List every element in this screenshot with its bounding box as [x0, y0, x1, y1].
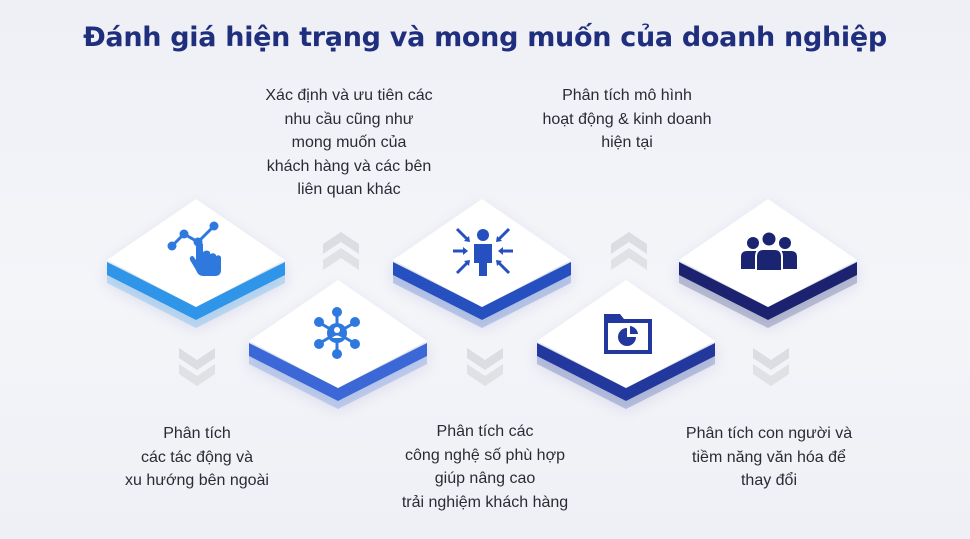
- step-1-label-line: Phân tích: [163, 425, 231, 442]
- chevron-up-icon: [611, 232, 647, 270]
- step-2-label-line: mong muốn của: [291, 134, 407, 151]
- step-3-label-line: giúp nâng cao: [434, 470, 536, 487]
- chevron-down-icon: [179, 348, 215, 386]
- step-2-label: Xác định và ưu tiên các nhu cầu cũng như…: [234, 84, 464, 202]
- step-2-label-line: Xác định và ưu tiên các: [265, 87, 433, 104]
- page-title: Đánh giá hiện trạng và mong muốn của doa…: [83, 22, 887, 53]
- chevron-down-icon: [753, 348, 789, 386]
- touch-network-icon: [167, 221, 221, 276]
- step-1-label: Phân tích các tác động và xu hướng bên n…: [97, 422, 297, 493]
- chevron-up-icon: [323, 232, 359, 270]
- step-3-label-line: công nghệ số phù hợp: [405, 446, 565, 464]
- step-2-label-line: khách hàng và các bên: [266, 157, 432, 175]
- step-4-label-line: hoạt động & kinh doanh: [542, 110, 712, 128]
- step-4-label-line: hiện tại: [601, 134, 653, 151]
- step-3-label: Phân tích các công nghệ số phù hợp giúp …: [372, 420, 598, 514]
- step-1-label-line: các tác động và: [140, 448, 254, 466]
- step-5-label-line: Phân tích con người và: [685, 425, 853, 442]
- folder-chart-icon: [604, 314, 652, 354]
- step-5-label: Phân tích con người và tiềm năng văn hóa…: [656, 422, 882, 493]
- step-5-label-line: thay đổi: [740, 472, 798, 489]
- step-5-label-line: tiềm năng văn hóa để: [692, 448, 846, 466]
- hub-network-icon: [314, 307, 360, 359]
- person-focus-icon: [453, 227, 513, 276]
- step-3-label-line: trải nghiệm khách hàng: [401, 493, 569, 511]
- step-2-label-line: liên quan khác: [297, 181, 401, 198]
- step-3-label-line: Phân tích các: [436, 423, 534, 440]
- people-group-icon: [741, 230, 797, 272]
- step-1-label-line: xu hướng bên ngoài: [125, 472, 269, 489]
- step-4-label: Phân tích mô hình hoạt động & kinh doanh…: [516, 84, 738, 155]
- chevron-down-icon: [467, 348, 503, 386]
- step-4-label-line: Phân tích mô hình: [562, 87, 692, 104]
- step-2-label-line: nhu cầu cũng như: [284, 110, 414, 128]
